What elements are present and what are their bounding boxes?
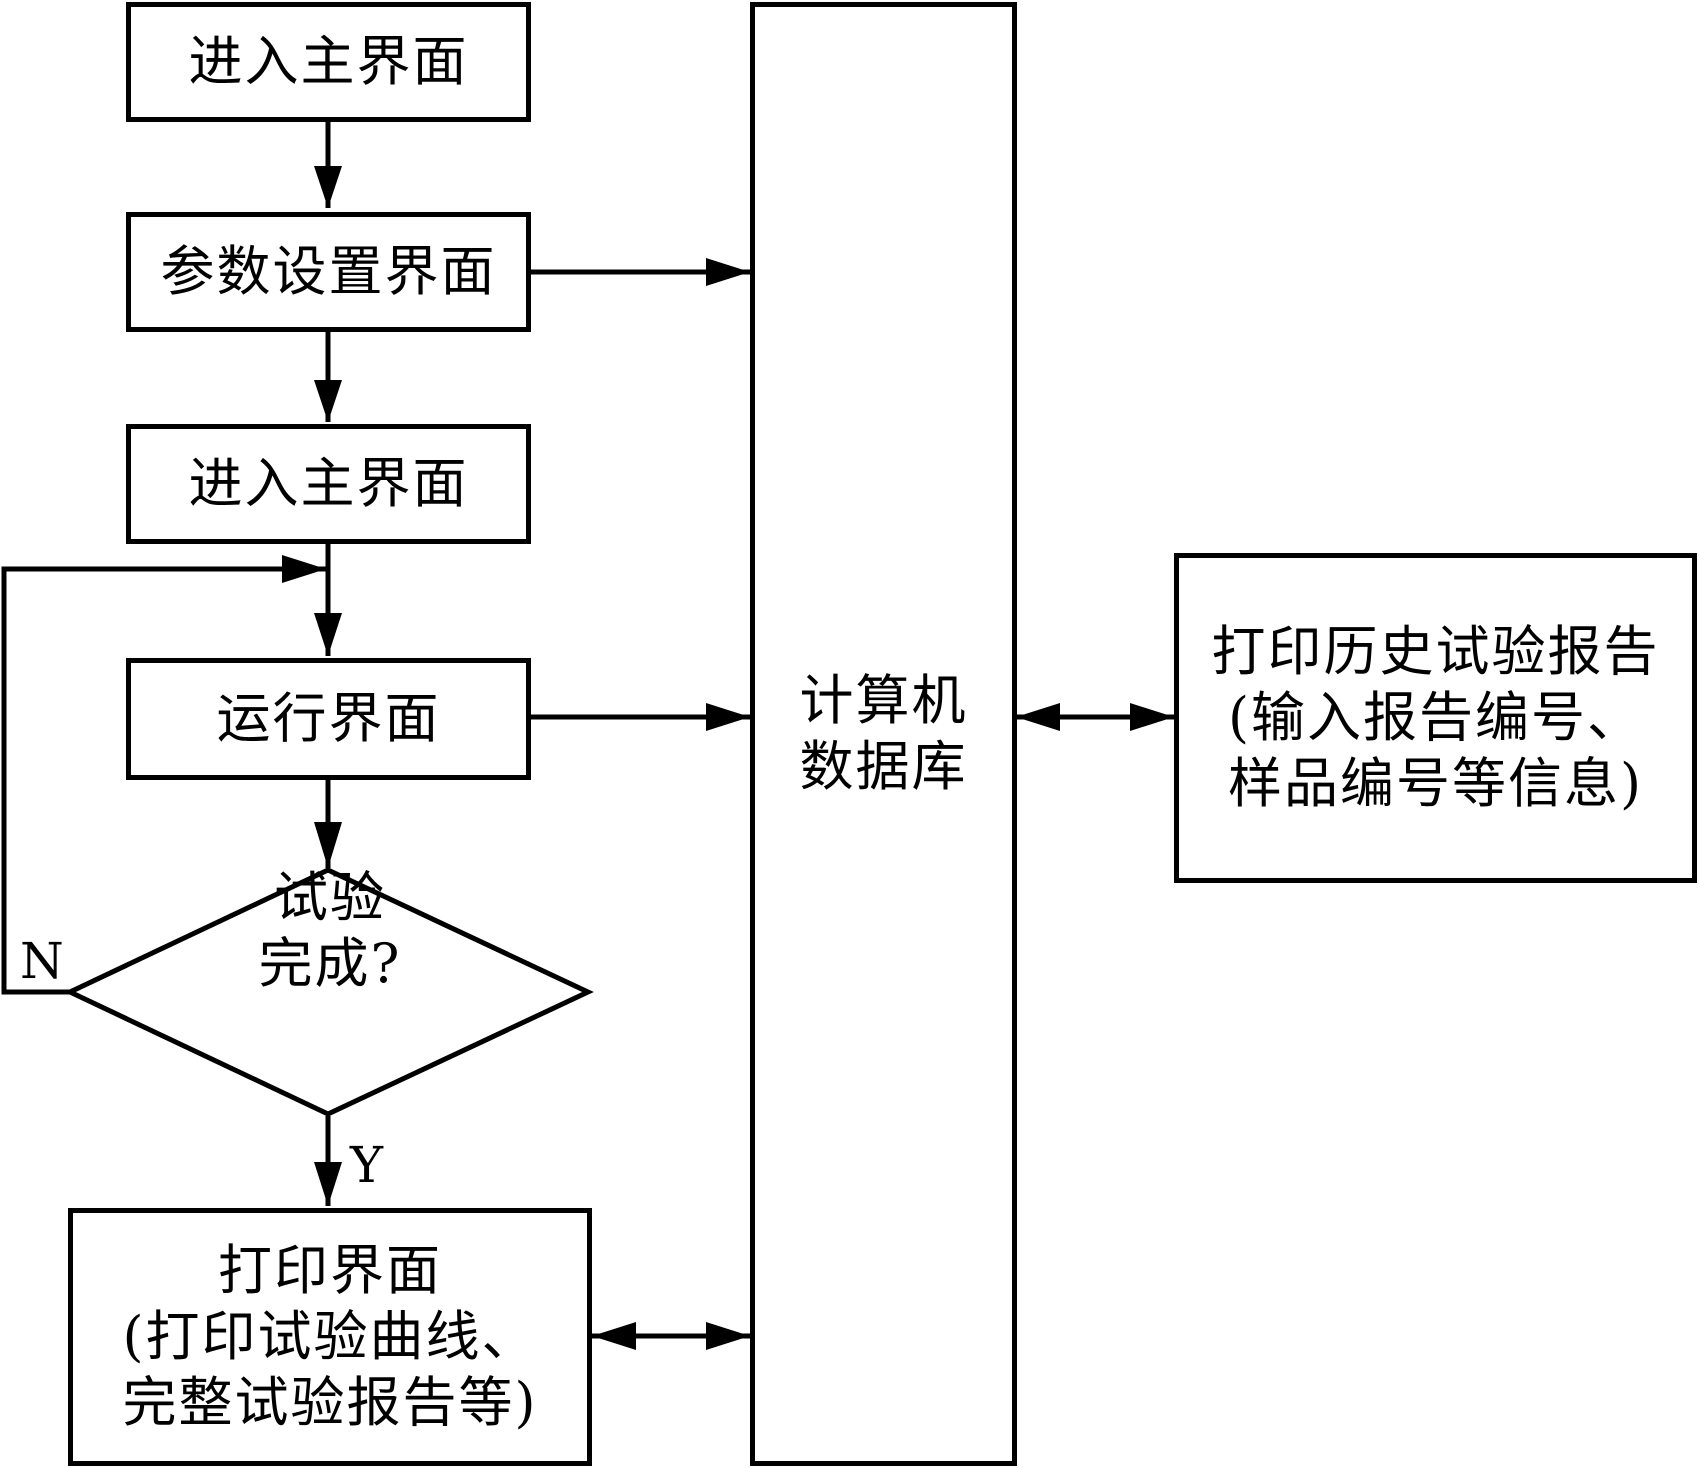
node-label-line-1: 打印界面 <box>218 1239 442 1302</box>
node-label: 进入主界面 <box>188 452 469 515</box>
node-label-line-2: (打印试验曲线、 <box>122 1305 538 1368</box>
node-label-line-3: 样品编号等信息) <box>1227 752 1644 815</box>
decision-line-2: 完成? <box>258 932 402 995</box>
arrowhead <box>314 380 342 422</box>
node-print-history: 打印历史试验报告 (输入报告编号、 样品编号等信息) <box>1174 553 1697 883</box>
arrowhead <box>282 555 326 583</box>
node-database: 计算机 数据库 <box>750 2 1017 1466</box>
node-label: 运行界面 <box>216 687 441 750</box>
arrowhead <box>592 1322 636 1350</box>
node-label: 进入主界面 <box>188 30 469 93</box>
decision-diamond <box>64 867 594 1117</box>
arrowhead <box>314 1162 342 1206</box>
node-print-interface: 打印界面 (打印试验曲线、 完整试验报告等) <box>68 1208 592 1466</box>
node-label-line-2: 数据库 <box>799 735 968 798</box>
label-no: N <box>20 932 64 990</box>
arrowhead <box>1016 703 1060 731</box>
arrowhead <box>314 166 342 208</box>
node-run-interface: 运行界面 <box>126 658 531 780</box>
node-label-line-1: 计算机 <box>799 669 968 732</box>
arrowhead <box>1130 703 1174 731</box>
arrowhead <box>314 613 342 656</box>
arrowhead <box>706 1322 750 1350</box>
decision-line-1: 试验 <box>274 866 386 929</box>
node-enter-main-1: 进入主界面 <box>126 2 531 122</box>
arrowhead <box>706 258 750 286</box>
node-label-line-1: 打印历史试验报告 <box>1211 620 1660 683</box>
node-enter-main-2: 进入主界面 <box>126 424 531 544</box>
label-yes: Y <box>350 1136 384 1194</box>
node-param-settings: 参数设置界面 <box>126 212 531 332</box>
node-label-line-2: (输入报告编号、 <box>1227 686 1644 749</box>
loop-no-path <box>1 566 326 995</box>
node-label-line-3: 完整试验报告等) <box>122 1371 538 1434</box>
decision-label: 试验 完成? <box>70 865 590 997</box>
arrowhead <box>706 703 750 731</box>
arrowhead <box>314 822 342 868</box>
node-label: 参数设置界面 <box>160 240 497 303</box>
